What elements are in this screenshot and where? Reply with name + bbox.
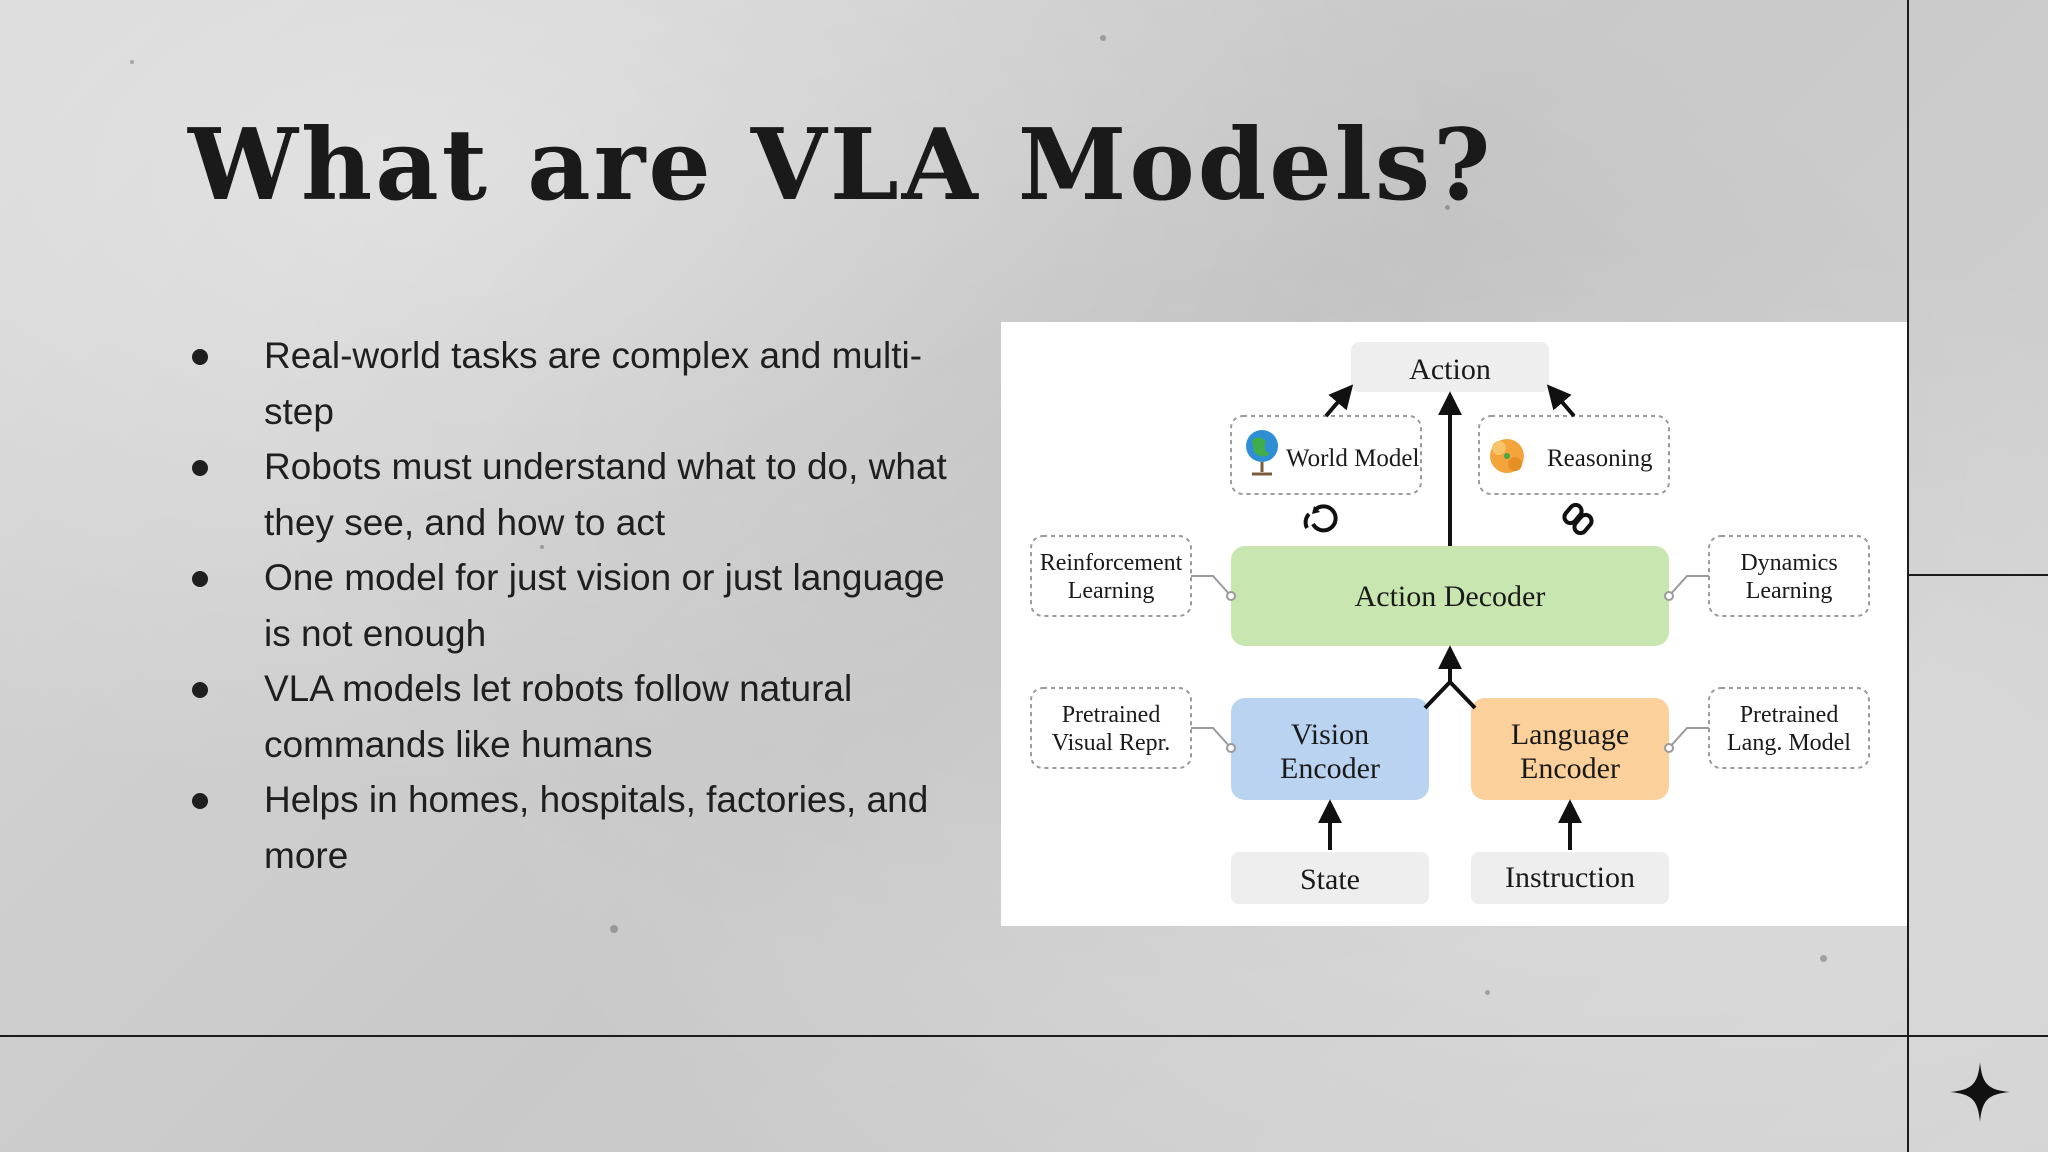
vision-encoder-line2: Encoder xyxy=(1280,752,1380,785)
frame-vertical-line xyxy=(1907,0,1909,1152)
texture-speck xyxy=(1445,205,1450,210)
brain-icon xyxy=(1490,439,1524,473)
pretrained-lang-line1: Pretrained xyxy=(1740,702,1839,728)
connector-rl xyxy=(1191,575,1232,597)
texture-speck xyxy=(1820,955,1827,962)
reinforcement-learning-line1: Reinforcement xyxy=(1040,550,1183,576)
bullet-item: Helps in homes, hospitals, factories, an… xyxy=(188,772,978,883)
bullet-dot xyxy=(192,682,208,698)
state-box xyxy=(1231,852,1429,904)
pretrained-lang-line2: Lang. Model xyxy=(1727,730,1851,756)
texture-speck xyxy=(1485,990,1490,995)
frame-horizontal-line-bottom xyxy=(0,1035,2048,1037)
state-label: State xyxy=(1300,863,1360,896)
sparkle-star-icon xyxy=(1950,1062,2010,1122)
vision-encoder-line1: Vision xyxy=(1291,718,1369,751)
pretrained-visual-line2: Visual Repr. xyxy=(1052,730,1171,756)
pretrained-lang-box xyxy=(1708,687,1870,769)
pretrained-visual-box xyxy=(1030,687,1192,769)
texture-speck xyxy=(540,545,544,549)
dynamics-learning-line2: Learning xyxy=(1746,578,1833,604)
language-encoder-box xyxy=(1471,698,1669,800)
bullet-text: VLA models let robots follow natural com… xyxy=(264,668,853,765)
bullet-text: Helps in homes, hospitals, factories, an… xyxy=(264,779,929,876)
language-encoder-line2: Encoder xyxy=(1520,752,1620,785)
bullet-list: Real-world tasks are complex and multi-s… xyxy=(188,328,978,883)
bullet-dot xyxy=(192,460,208,476)
action-decoder-label: Action Decoder xyxy=(1355,580,1546,613)
connector-dl xyxy=(1668,575,1709,597)
frame-horizontal-line-right xyxy=(1907,574,2048,576)
texture-speck xyxy=(1100,35,1106,41)
bullet-dot xyxy=(192,571,208,587)
dynamics-learning-line1: Dynamics xyxy=(1740,550,1837,576)
vision-encoder-box xyxy=(1231,698,1429,800)
arrow-worldmodel-to-action xyxy=(1324,384,1354,418)
bullet-item: VLA models let robots follow natural com… xyxy=(188,661,978,772)
connector-dot xyxy=(1664,591,1674,601)
connector-pl xyxy=(1668,727,1709,749)
instruction-label: Instruction xyxy=(1505,861,1635,894)
connector-pv xyxy=(1191,727,1232,749)
arrow-encoders-to-decoder xyxy=(1423,679,1477,710)
texture-speck xyxy=(130,60,134,64)
bullet-item: Real-world tasks are complex and multi-s… xyxy=(188,328,978,439)
bullet-text: Real-world tasks are complex and multi-s… xyxy=(264,335,923,432)
action-decoder-box xyxy=(1231,546,1669,646)
bullet-text: One model for just vision or just langua… xyxy=(264,557,945,654)
connector-dot xyxy=(1226,591,1236,601)
world-model-label: World Model xyxy=(1286,445,1419,472)
bullet-item: Robots must understand what to do, what … xyxy=(188,439,978,550)
bullet-dot xyxy=(192,349,208,365)
bullet-dot xyxy=(192,793,208,809)
connector-dot xyxy=(1226,743,1236,753)
texture-speck xyxy=(610,925,618,933)
reasoning-label: Reasoning xyxy=(1547,445,1653,472)
language-encoder-line1: Language xyxy=(1511,718,1629,751)
globe-icon xyxy=(1246,430,1278,476)
bullet-text: Robots must understand what to do, what … xyxy=(264,446,947,543)
instruction-box xyxy=(1471,852,1669,904)
chain-link-icon xyxy=(1562,502,1594,536)
refresh-cycle-icon xyxy=(1303,504,1338,533)
reinforcement-learning-line2: Learning xyxy=(1068,578,1155,604)
slide-title: What are VLA Models? xyxy=(188,108,1494,223)
action-box xyxy=(1351,342,1549,392)
action-label: Action xyxy=(1409,353,1491,386)
bullet-item: One model for just vision or just langua… xyxy=(188,550,978,661)
arrow-reasoning-to-action xyxy=(1546,384,1576,418)
dynamics-learning-box xyxy=(1708,535,1870,617)
pretrained-visual-line1: Pretrained xyxy=(1062,702,1161,728)
vla-architecture-diagram: Action World Model Reasoning Action Deco… xyxy=(1001,322,1907,926)
connector-dot xyxy=(1664,743,1674,753)
reinforcement-learning-box xyxy=(1030,535,1192,617)
